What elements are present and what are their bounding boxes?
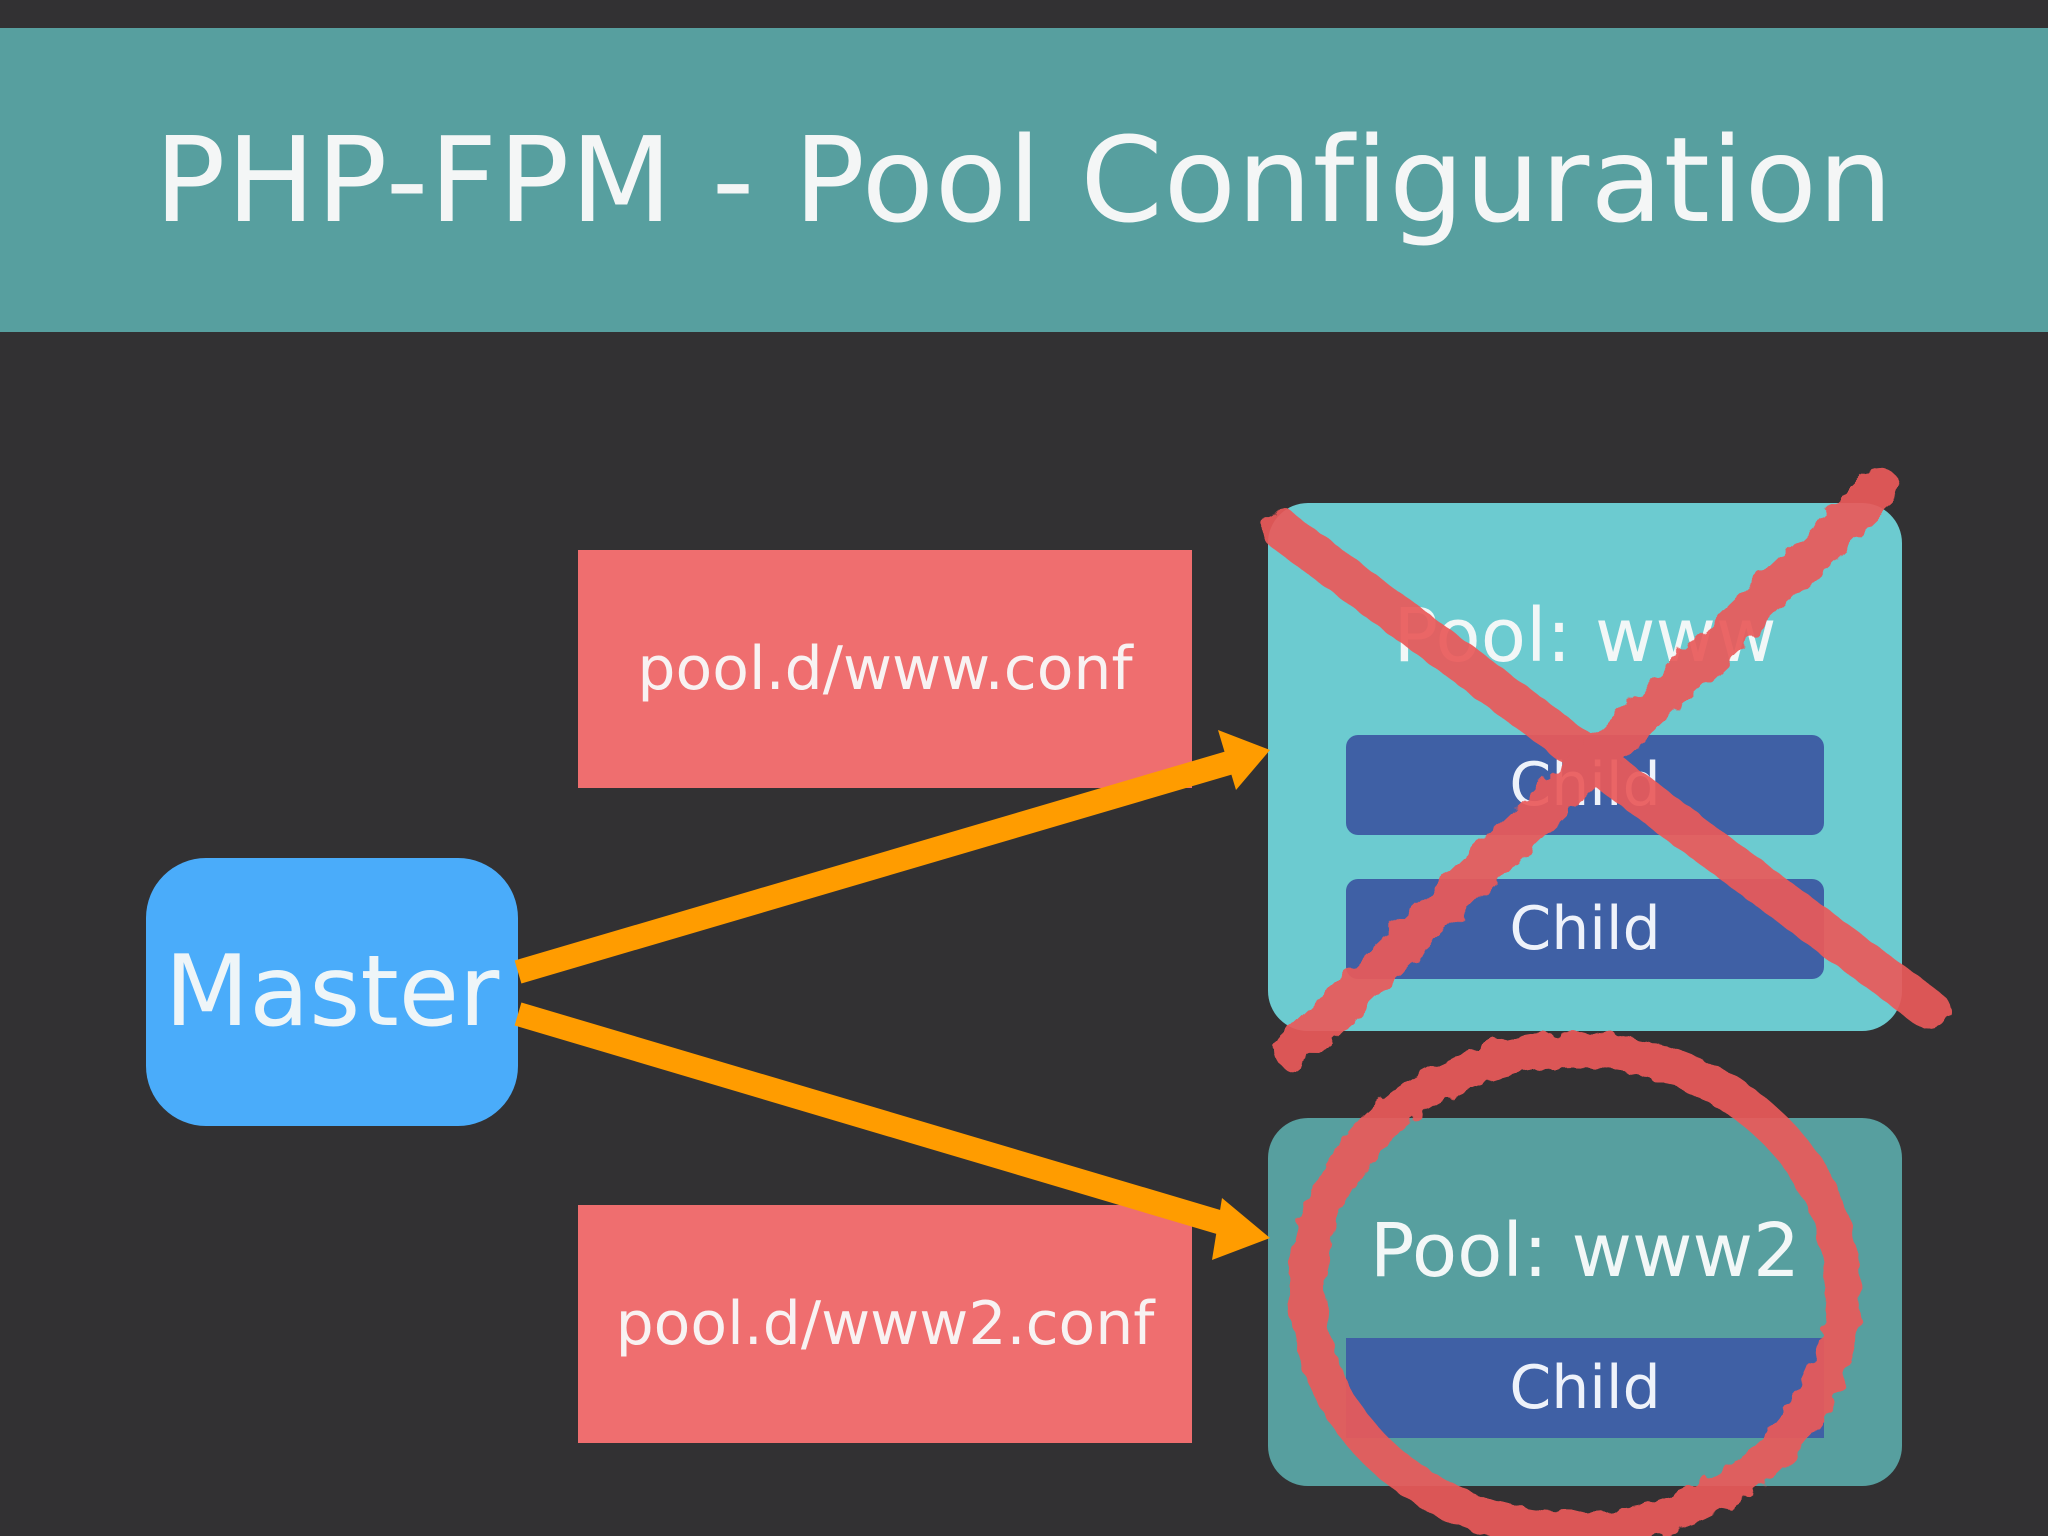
arrow-head-icon (1212, 1198, 1270, 1260)
config-box-www: pool.d/www.conf (578, 550, 1192, 788)
pool-www-child-1: Child (1346, 735, 1824, 835)
config-label-www2: pool.d/www2.conf (615, 1289, 1155, 1359)
title-bar: PHP-FPM - Pool Configuration (0, 28, 2048, 332)
config-box-www2: pool.d/www2.conf (578, 1205, 1192, 1443)
config-label-www: pool.d/www.conf (637, 634, 1133, 704)
child-label: Child (1509, 894, 1661, 964)
arrow-head-icon (1218, 730, 1270, 790)
master-node: Master (146, 858, 518, 1126)
child-label: Child (1509, 750, 1661, 820)
pool-www-child-2: Child (1346, 879, 1824, 979)
pool-www-label: Pool: www (1393, 593, 1777, 679)
pool-www2-label: Pool: www2 (1369, 1208, 1801, 1294)
pool-www2: Pool: www2 Child (1268, 1118, 1902, 1486)
pool-www2-child-1: Child (1346, 1338, 1824, 1438)
slide-title: PHP-FPM - Pool Configuration (154, 111, 1894, 249)
child-label: Child (1509, 1353, 1661, 1423)
master-label: Master (164, 935, 500, 1049)
pool-www: Pool: www Child Child (1268, 503, 1902, 1031)
